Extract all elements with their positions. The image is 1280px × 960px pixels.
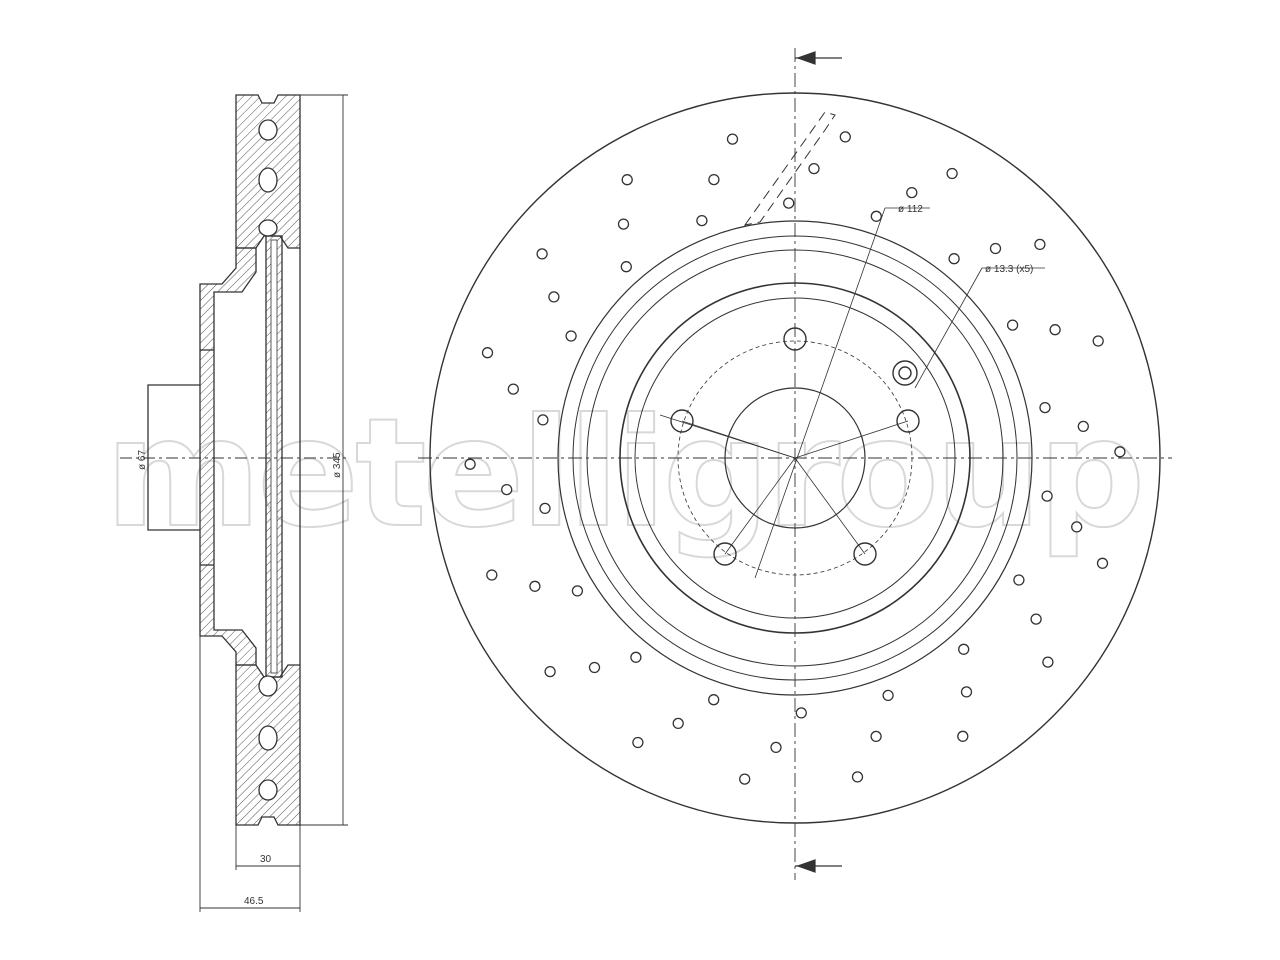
drilled-hole [481, 347, 494, 359]
drilled-hole [708, 173, 720, 186]
drilled-hole [617, 218, 630, 230]
drilled-hole [464, 458, 476, 470]
drilled-hole [571, 585, 584, 597]
drilled-holes [464, 131, 1126, 785]
drilled-hole [795, 707, 807, 719]
drilled-hole [1077, 420, 1089, 433]
drilled-hole [565, 330, 577, 342]
bolt-hole [670, 409, 694, 433]
drilled-hole [1006, 319, 1019, 331]
drilled-hole [630, 651, 642, 663]
drilled-hole [588, 661, 601, 674]
drilled-hole [770, 741, 782, 754]
drilled-hole [808, 162, 820, 175]
drilled-hole [529, 580, 541, 592]
drilled-hole [1030, 613, 1042, 625]
watermark-logo-text: metelligroup [105, 387, 1141, 561]
drilled-hole [726, 133, 739, 145]
drilled-hole [1041, 490, 1053, 502]
drilled-hole [486, 569, 498, 581]
drilled-hole [989, 242, 1002, 255]
side-dimension-lines [147, 94, 348, 912]
dimension-thickness: 30 [260, 854, 272, 865]
drilled-hole [1114, 446, 1126, 458]
dimension-hub-diameter: ø 67 [137, 450, 148, 470]
drilled-hole [696, 214, 708, 227]
pcd-leader [754, 207, 886, 579]
drilled-hole [960, 686, 973, 698]
drilled-hole [1071, 521, 1083, 533]
drilled-hole [544, 665, 556, 678]
drilled-hole [1096, 557, 1109, 569]
bolt-hole [896, 409, 920, 433]
drilled-hole [672, 717, 684, 730]
wear-indicator-groove [743, 111, 836, 226]
drilled-hole [870, 730, 882, 743]
lower-vent-holes [258, 675, 278, 801]
dimension-overall-height: 46.5 [244, 896, 264, 907]
dimension-pcd: ø 112 [898, 204, 923, 215]
drilled-hole [870, 210, 882, 222]
drilled-hole [1039, 401, 1051, 414]
drilled-hole [957, 730, 969, 742]
locating-hole-outer [892, 360, 918, 386]
bolt-hole-leader [914, 267, 983, 389]
drilled-hole [851, 771, 864, 783]
bolt-hole [713, 542, 737, 566]
hat-wall [199, 247, 257, 666]
bolt-hole [853, 542, 877, 566]
upper-vent-holes [258, 119, 278, 237]
drilled-hole [1042, 656, 1054, 668]
drilled-hole [948, 253, 960, 265]
drilled-hole [946, 167, 958, 180]
drilled-hole [536, 248, 548, 260]
drilled-hole [620, 261, 632, 273]
drilled-hole [507, 383, 519, 395]
drilled-hole [739, 773, 751, 785]
drilled-hole [958, 643, 970, 655]
drilled-hole [783, 197, 795, 209]
drilled-hole [621, 174, 633, 186]
front-view [418, 48, 1172, 880]
drilled-hole [906, 186, 918, 199]
dimension-bolt-hole: ø 13.3 (x5) [985, 264, 1033, 275]
dimension-overall-diameter: ø 345 [332, 452, 343, 478]
drilled-hole [632, 736, 644, 749]
section-arrows [795, 51, 842, 873]
drilled-hole [708, 694, 720, 706]
drilled-hole [1049, 324, 1061, 336]
drilled-hole [539, 502, 551, 515]
drilled-hole [1092, 335, 1104, 347]
side-section-view [120, 94, 350, 826]
drilled-hole [839, 131, 851, 143]
drilled-hole [537, 414, 549, 426]
drilled-hole [1013, 574, 1025, 586]
drilled-hole [882, 689, 894, 702]
drilled-hole [501, 483, 513, 496]
drilled-hole [1034, 238, 1046, 251]
locating-hole-inner [898, 366, 912, 380]
drilled-hole [548, 291, 560, 303]
